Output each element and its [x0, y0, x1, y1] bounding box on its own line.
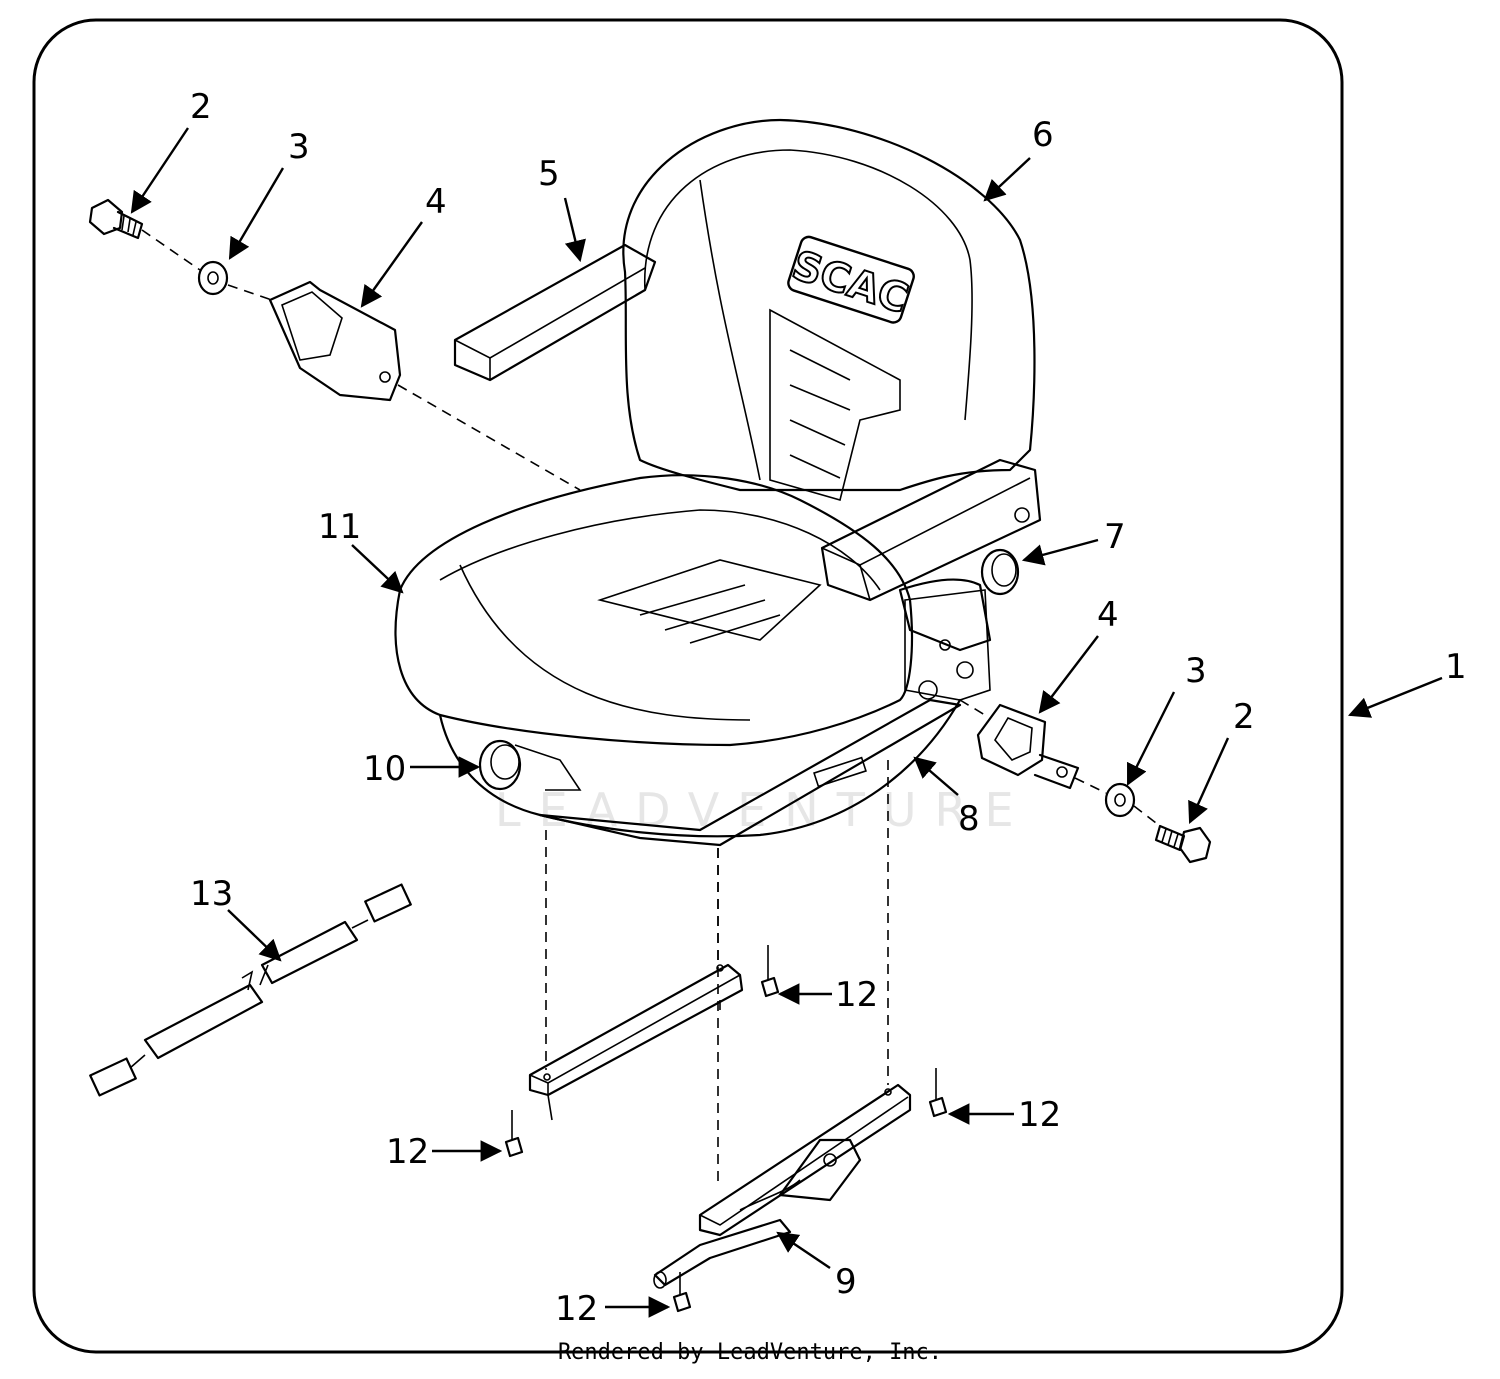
arrow-9: [776, 1231, 831, 1269]
seat-rail-with-lever: [653, 1083, 912, 1289]
callout-5: 5: [538, 154, 560, 194]
callout-12-bottom: 12: [555, 1289, 598, 1329]
seat-back: [622, 118, 1036, 501]
diagram-frame: [32, 18, 1344, 1354]
seat-rail-plain: [528, 963, 744, 1121]
arrow-2-left: [130, 127, 189, 214]
washer-left: [197, 260, 229, 296]
callout-13: 13: [190, 874, 233, 914]
watermark-text: LEADVENTURE: [495, 783, 1032, 837]
armrest-right: [820, 458, 1042, 652]
callout-6: 6: [1032, 115, 1054, 155]
bolt-left: [88, 198, 144, 240]
callout-4-left: 4: [425, 182, 447, 222]
callout-1: 1: [1445, 647, 1467, 687]
callout-12-right: 12: [1018, 1095, 1061, 1135]
assembly-line-right-belt: [959, 699, 1161, 827]
screw-12-right: [928, 1068, 948, 1118]
assembly-line-left-belt: [141, 229, 581, 491]
callout-9: 9: [835, 1262, 857, 1302]
arrow-13: [227, 909, 282, 962]
screw-12-top: [760, 945, 780, 998]
arrow-5: [563, 197, 586, 263]
seat-belt-buckle-right: [976, 703, 1080, 790]
arrow-4-left: [360, 221, 423, 308]
arrow-3-right: [1126, 691, 1176, 786]
arrow-6: [983, 157, 1031, 202]
brand-logo-text: SCAC: [787, 242, 914, 322]
callout-7: 7: [1104, 517, 1126, 557]
callout-11: 11: [318, 507, 361, 547]
arrow-1: [1347, 676, 1443, 718]
callout-2-left: 2: [190, 87, 212, 127]
brand-logo: SCAC: [786, 235, 915, 324]
wire-harness: [89, 883, 412, 1097]
callout-4-right: 4: [1097, 595, 1119, 635]
callout-8: 8: [958, 799, 980, 839]
lumbar-knob: [980, 548, 1020, 596]
arrow-2-right: [1188, 737, 1230, 824]
armrest-left: [453, 243, 657, 382]
callout-3-left: 3: [288, 127, 310, 167]
bolt-right: [1154, 824, 1212, 864]
seat-pan: [538, 589, 991, 847]
callout-2-right: 2: [1233, 697, 1255, 737]
callout-12-left: 12: [386, 1132, 429, 1172]
arrow-11: [351, 544, 404, 594]
arrow-4-right: [1038, 635, 1099, 714]
arrow-8: [913, 756, 959, 796]
screw-12-left: [504, 1110, 524, 1158]
seat-cushion: [394, 474, 962, 838]
arrow-7: [1021, 538, 1099, 566]
washer-right: [1104, 782, 1136, 818]
callout-3-right: 3: [1185, 651, 1207, 691]
render-credit: Rendered by LeadVenture, Inc.: [557, 1340, 943, 1365]
screw-12-bottom: [672, 1272, 692, 1313]
callout-10: 10: [363, 749, 406, 789]
seat-belt-buckle-left: [268, 280, 402, 402]
arrow-3-left: [228, 167, 285, 260]
callout-12-top: 12: [835, 975, 878, 1015]
